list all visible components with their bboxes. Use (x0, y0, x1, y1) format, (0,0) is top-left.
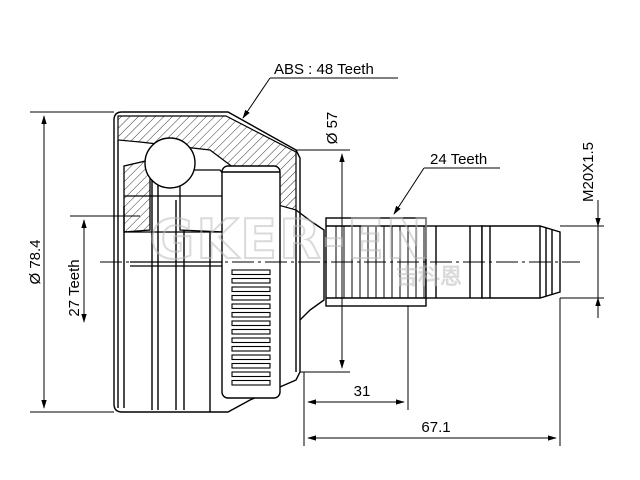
spline-teeth-label: 24 Teeth (430, 151, 487, 168)
abs-tooth-slot (231, 328, 271, 335)
abs-tooth-slot (231, 362, 271, 369)
dim-seal-diameter (296, 149, 350, 373)
joint-ball (144, 137, 196, 189)
svg-text:吉科恩: 吉科恩 (396, 264, 462, 290)
inner-teeth-label: 27 Teeth (66, 259, 83, 316)
abs-teeth (231, 269, 271, 386)
length-total-label: 67.1 (421, 419, 450, 436)
length-short-label: 31 (354, 383, 371, 400)
spline-leader (393, 167, 500, 215)
outer-diameter-label: Ø 78.4 (27, 239, 44, 284)
abs-tooth-slot (231, 379, 271, 386)
abs-tooth-slot (231, 371, 271, 378)
abs-tooth-slot (231, 320, 271, 327)
abs-tooth-slot (231, 277, 271, 284)
svg-text:GKER-EN: GKER-EN (150, 208, 433, 271)
abs-tooth-slot (231, 303, 271, 310)
inner-race (123, 159, 225, 267)
abs-tooth-slot (231, 345, 271, 352)
thread-label: M20X1.5 (580, 142, 597, 202)
abs-tooth-slot (231, 354, 271, 361)
abs-tooth-slot (231, 286, 271, 293)
abs-leader (242, 77, 398, 119)
watermark-logo: GKER-EN 吉科恩 (149, 207, 462, 290)
dim-length-short (303, 306, 409, 410)
dim-outer-diameter (30, 111, 114, 413)
abs-tooth-slot (231, 337, 271, 344)
dim-thread (560, 200, 604, 318)
abs-tooth-slot (231, 269, 271, 276)
dim-inner-teeth (70, 215, 140, 323)
seal-diameter-label: Ø 57 (324, 112, 341, 145)
abs-tooth-slot (231, 294, 271, 301)
abs-tooth-slot (231, 311, 271, 318)
dim-length-total (303, 298, 561, 446)
abs-teeth-label: ABS : 48 Teeth (274, 61, 374, 78)
housing-neck (295, 209, 325, 372)
